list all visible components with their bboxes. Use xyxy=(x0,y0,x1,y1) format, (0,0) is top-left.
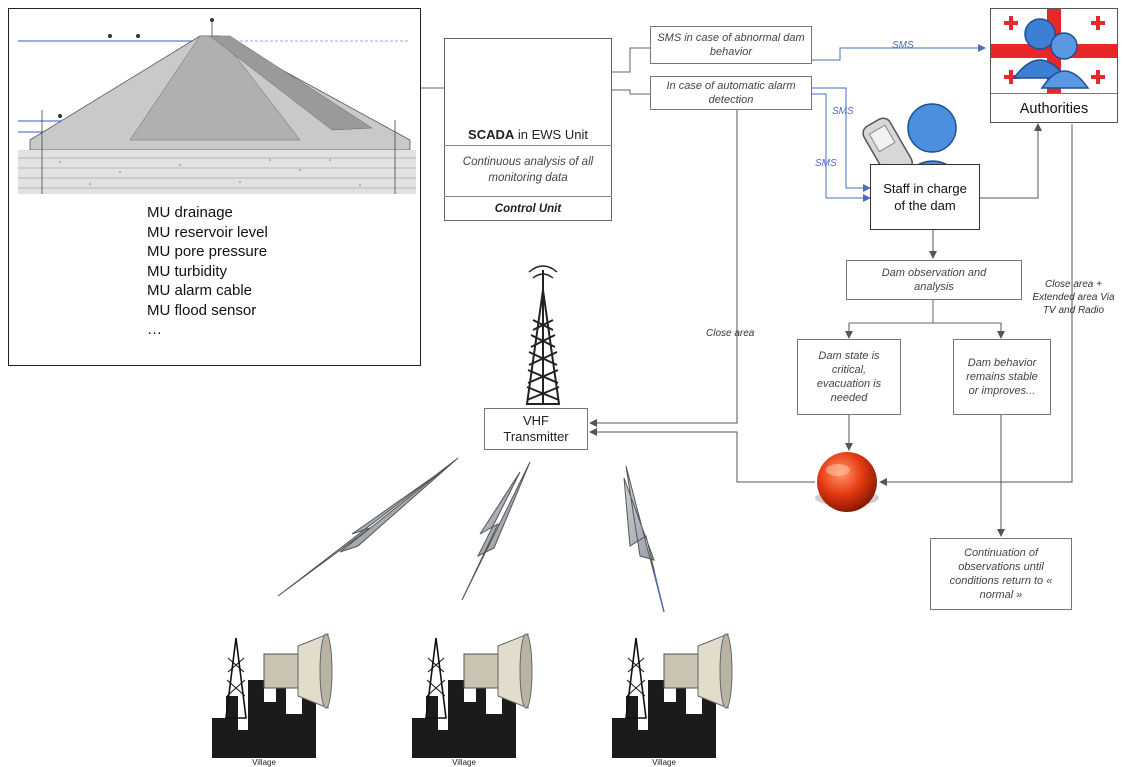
monitoring-unit: MU turbidity xyxy=(147,262,228,280)
alarm-button-icon xyxy=(815,452,879,512)
village-icon xyxy=(612,633,733,758)
monitoring-unit: MU flood sensor xyxy=(147,301,257,319)
lightning-bolt-icon xyxy=(461,461,531,601)
stable-state-box: Dam behavior remains stable or improves.… xyxy=(953,339,1051,415)
control-unit-divider xyxy=(444,145,612,146)
monitoring-unit: MU alarm cable xyxy=(147,282,253,299)
auto-alarm-box: In case of automatic alarm detection xyxy=(650,76,812,110)
sms-to-staff-arrow-1 xyxy=(812,93,871,202)
close-area-label: Close area xyxy=(706,328,755,339)
monitoring-unit: MU pore pressure xyxy=(147,243,268,260)
village-icon xyxy=(412,633,533,758)
sms-label: SMS xyxy=(832,106,854,117)
monitoring-unit: MU drainage xyxy=(147,204,233,221)
authorities-label: Authorities xyxy=(991,93,1117,123)
lightning-bolt-icon xyxy=(277,457,459,597)
sms-to-authorities-arrow xyxy=(812,44,986,61)
village-label: Village xyxy=(452,758,476,767)
monitoring-unit: MU reservoir level xyxy=(147,223,268,241)
staff-box: Staff in charge of the dam xyxy=(870,164,980,230)
control-unit-box xyxy=(444,38,612,221)
scada-label-bold: SCADA xyxy=(468,126,515,142)
authorities-frame xyxy=(990,8,1118,123)
close-extended-label: Close area + Extended area Via TV and Ra… xyxy=(1032,279,1115,316)
sms-label: SMS xyxy=(892,40,914,51)
sms-label: SMS xyxy=(815,158,837,169)
observation-box: Dam observation and analysis xyxy=(846,260,1022,300)
authorities-icon xyxy=(991,9,1117,93)
sms-to-staff-arrow-2 xyxy=(812,87,871,192)
control-unit-divider xyxy=(444,196,612,197)
continuous-analysis-text: Continuous analysis of all monitoring da… xyxy=(462,156,594,184)
continuation-box: Continuation of observations until condi… xyxy=(930,538,1072,610)
vhf-transmitter-box: VHF Transmitter xyxy=(484,408,588,450)
village-icon xyxy=(212,633,333,758)
critical-state-box: Dam state is critical, evacuation is nee… xyxy=(797,339,901,415)
monitoring-unit: … xyxy=(147,321,162,338)
village-label: Village xyxy=(252,758,276,767)
scada-label-rest: in EWS Unit xyxy=(514,126,588,142)
control-unit-title: Control Unit xyxy=(494,203,562,215)
monitoring-units-list: MU drainage MU reservoir level MU pore p… xyxy=(147,203,347,340)
transmitter-tower-icon xyxy=(525,265,561,405)
sms-abnormal-box: SMS in case of abnormal dam behavior xyxy=(650,26,812,64)
scada-label: SCADA in EWS Unit xyxy=(444,124,612,144)
monitoring-panel xyxy=(8,8,421,366)
dam-cross-section xyxy=(18,14,416,194)
village-label: Village xyxy=(652,758,676,767)
